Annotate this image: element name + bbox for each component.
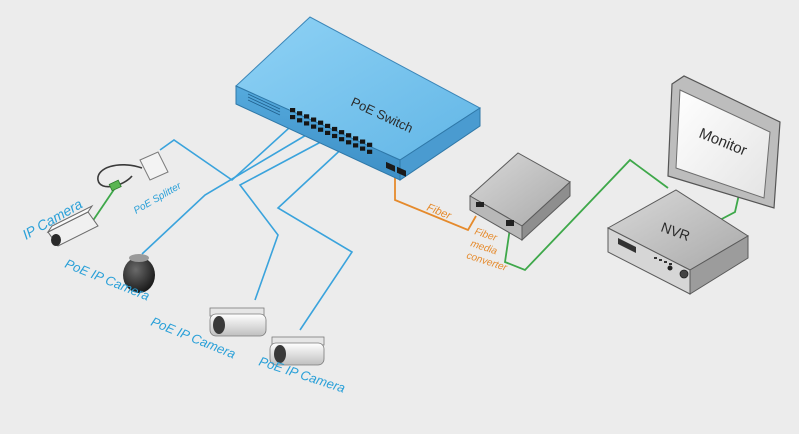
fiber-label: Fiber <box>425 202 454 223</box>
nvr: NVR <box>606 189 749 295</box>
splitter-body <box>139 151 169 181</box>
splitter-cable <box>97 164 143 188</box>
poe-switch: PoE Switch <box>235 16 481 181</box>
switch-port <box>353 143 359 148</box>
poe-cable-splitter <box>159 117 301 182</box>
switch-port <box>318 127 324 132</box>
switch-port <box>332 126 338 132</box>
poe-cable-bullet-camera-2 <box>276 142 354 331</box>
switch-port <box>290 108 296 113</box>
converter-side-face <box>521 180 571 242</box>
monitor: Monitor <box>667 75 781 209</box>
nvr-power-button <box>667 265 673 271</box>
fiber-media-converter: Fiber media converter <box>465 152 571 274</box>
nvr-drive-slot <box>618 238 636 253</box>
ethernet-cable-splitter-camera <box>91 187 116 223</box>
splitter-plug <box>108 179 122 192</box>
switch-port <box>311 117 317 122</box>
bullet-camera-1: PoE IP Camera <box>149 307 267 361</box>
switch-port <box>339 130 345 135</box>
dome-camera-housing <box>123 257 155 293</box>
poe-cable-dome-camera <box>141 127 319 255</box>
splitter-label: PoE Splitter <box>132 180 184 216</box>
switch-port <box>332 133 338 139</box>
ethernet-cable-converter-nvr <box>504 158 669 272</box>
switch-port <box>360 139 366 144</box>
nvr-side-face <box>689 235 749 295</box>
switch-port <box>367 142 373 147</box>
switch-port <box>304 114 310 119</box>
bullet-camera-2: PoE IP Camera <box>257 336 347 396</box>
bullet-camera-1-body <box>209 313 267 337</box>
switch-port <box>325 123 331 128</box>
switch-port <box>311 124 317 129</box>
fiber-cable <box>394 177 477 232</box>
ip-camera: IP Camera <box>20 195 99 247</box>
switch-vent-grille <box>247 93 281 116</box>
switch-sfp-ports <box>386 161 406 177</box>
switch-port <box>290 115 296 120</box>
ip-camera-top <box>46 204 94 234</box>
switch-port <box>297 111 303 116</box>
dome-camera: PoE IP Camera <box>63 254 155 303</box>
switch-port <box>367 149 373 154</box>
nvr-power-knob <box>679 269 689 279</box>
switch-port <box>304 121 310 126</box>
converter-fiber-port <box>476 202 484 207</box>
bullet-camera-1-lens <box>213 316 225 334</box>
switch-port <box>353 136 359 141</box>
switch-port-array <box>290 108 373 154</box>
ip-camera-lens <box>51 234 61 246</box>
poe-cable-bullet-camera-1 <box>238 135 333 301</box>
converter-rj45-port <box>506 220 514 226</box>
switch-port <box>360 146 366 151</box>
dome-camera-cap <box>129 254 149 262</box>
nvr-indicator-leds <box>654 257 672 265</box>
switch-port <box>346 140 352 145</box>
cables <box>91 117 741 331</box>
poe-splitter: PoE Splitter <box>97 151 184 217</box>
switch-port <box>325 130 331 135</box>
bullet-camera-2-lens <box>274 345 286 363</box>
switch-port <box>339 137 345 142</box>
switch-port <box>346 133 352 138</box>
monitor-screen <box>675 89 771 199</box>
switch-port <box>318 120 324 125</box>
switch-port <box>297 118 303 123</box>
